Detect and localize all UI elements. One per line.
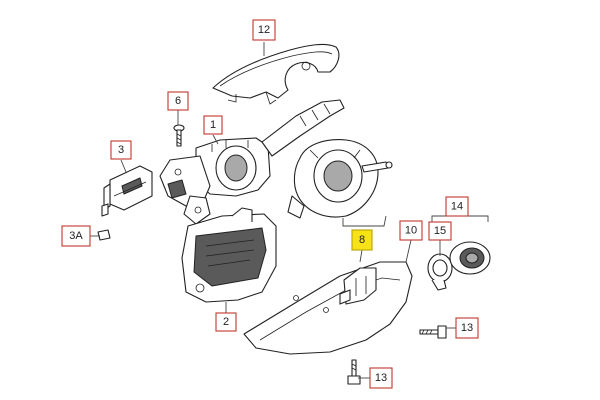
part-10-lower-shroud [243, 261, 413, 355]
svg-text:2: 2 [223, 316, 229, 328]
callout-15: 15 [428, 221, 452, 241]
part-13-bolt-bottom [347, 359, 361, 385]
svg-text:3: 3 [118, 144, 124, 156]
svg-text:8: 8 [359, 234, 365, 246]
svg-text:10: 10 [405, 225, 417, 237]
callout-2: 2 [215, 312, 237, 332]
callout-12: 12 [252, 19, 276, 41]
svg-text:12: 12 [258, 24, 270, 36]
part-8-clock-spring [287, 139, 393, 219]
callout-14: 14 [445, 196, 469, 217]
callout-3: 3 [110, 140, 132, 160]
svg-text:13: 13 [375, 372, 387, 384]
part-12-upper-shroud [212, 43, 340, 105]
svg-text:15: 15 [434, 225, 446, 237]
callout-3a: 3A [61, 225, 91, 247]
part-6-screw [173, 124, 185, 147]
callout-10: 10 [399, 220, 423, 241]
part-14-flange [449, 241, 491, 275]
part-15-ring [427, 253, 453, 291]
callout-8: 8 [351, 229, 373, 251]
svg-text:13: 13 [461, 322, 473, 334]
svg-text:6: 6 [175, 95, 181, 107]
part-3a-clip [97, 229, 111, 241]
part-1-combination-switch [159, 99, 345, 225]
svg-text:3A: 3A [69, 230, 83, 242]
callout-1: 1 [203, 115, 223, 135]
part-13-bolt-right [419, 325, 447, 339]
callout-13-bottom: 13 [369, 367, 393, 389]
part-3-bracket [101, 165, 153, 217]
svg-text:14: 14 [451, 201, 463, 213]
svg-text:1: 1 [210, 119, 216, 131]
part-2-lower-module [181, 207, 277, 303]
callout-6: 6 [167, 91, 189, 111]
callout-13-right: 13 [455, 317, 479, 339]
